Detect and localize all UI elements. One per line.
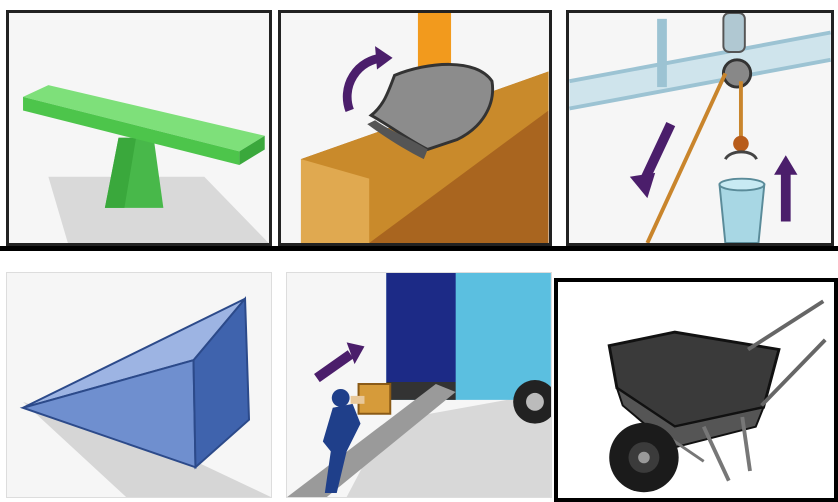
panel-wedge <box>6 272 272 498</box>
panel-wheelbarrow <box>554 278 838 502</box>
panel-pulley <box>566 10 834 246</box>
lever-seesaw-icon <box>9 13 269 243</box>
claw-hammer-lever-icon <box>281 13 549 243</box>
panel-hammer <box>278 10 552 246</box>
panel-lever <box>6 10 272 246</box>
pulley-bucket-icon <box>569 13 831 243</box>
inclined-plane-ramp-icon <box>287 273 551 497</box>
wheelbarrow-icon <box>558 282 834 498</box>
wedge-icon <box>7 273 271 497</box>
panel-ramp <box>286 272 552 498</box>
row-divider <box>0 246 838 251</box>
